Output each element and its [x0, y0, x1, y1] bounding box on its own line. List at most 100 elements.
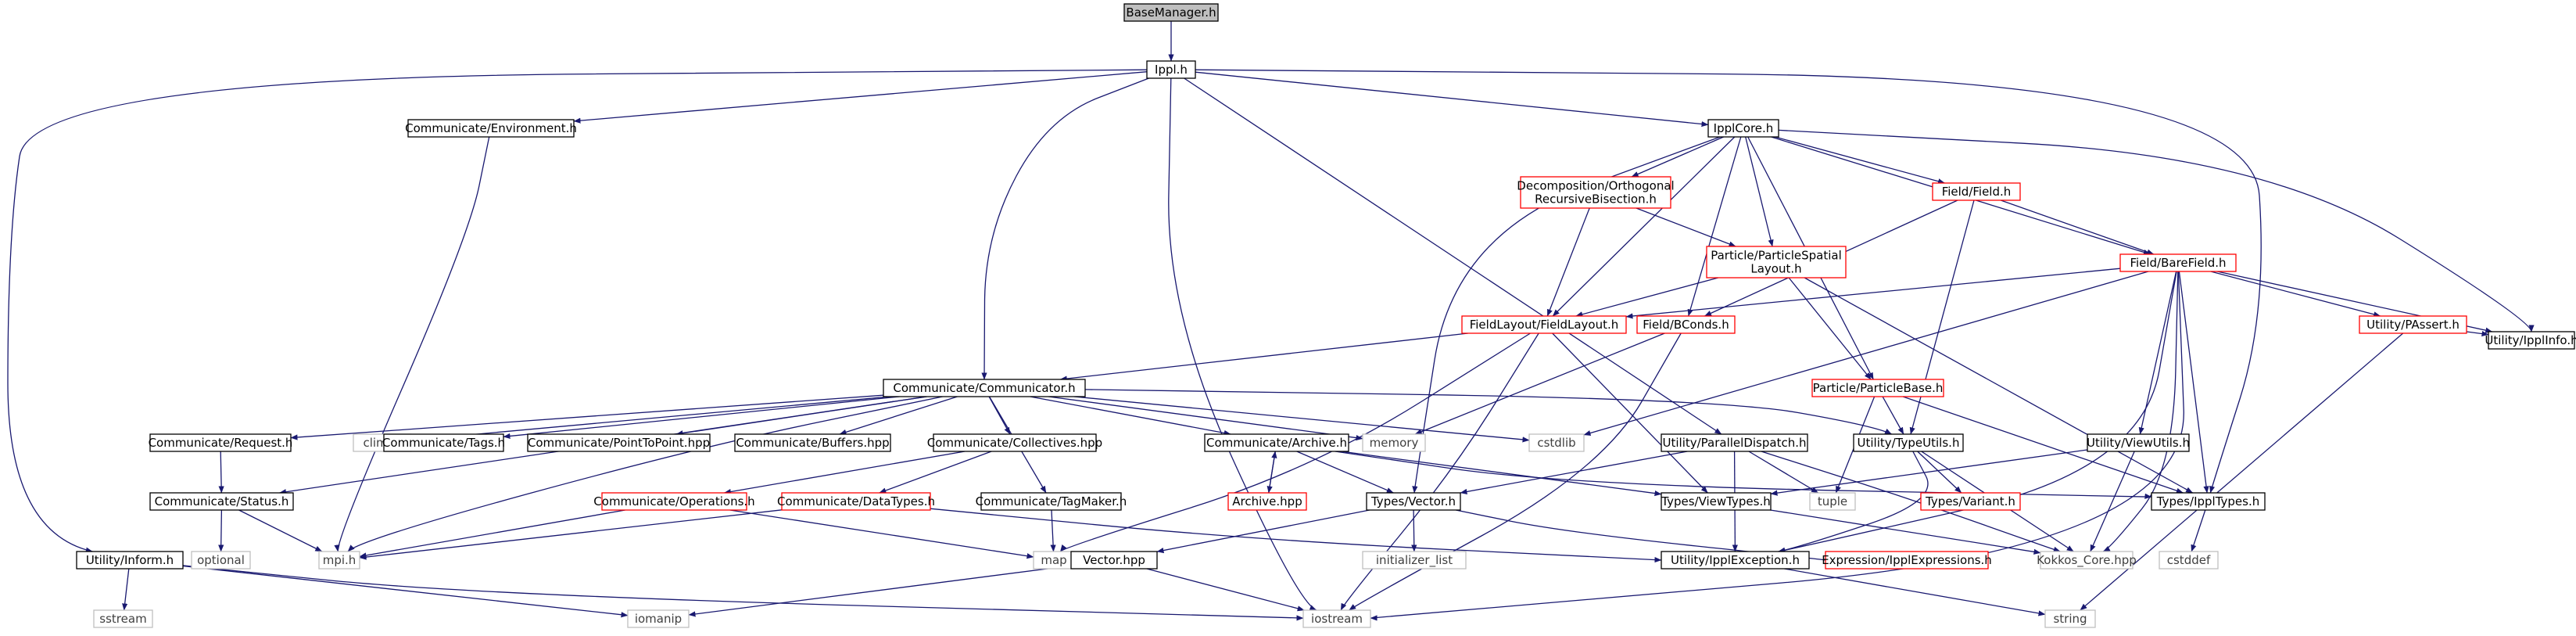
node-box: [933, 433, 1097, 452]
node-ipexc[interactable]: Utility/IpplException.h: [1661, 551, 1810, 570]
node-box: [883, 379, 1086, 397]
node-map: map: [1033, 551, 1075, 570]
dependency-edge-ippl-to-inform: [7, 69, 1148, 553]
node-fieldlayout[interactable]: FieldLayout/FieldLayout.h: [1461, 315, 1627, 334]
node-basemanager[interactable]: BaseManager.h: [1123, 3, 1219, 22]
node-memory: memory: [1362, 433, 1426, 452]
node-label: Communicate/TagMaker.h: [976, 494, 1127, 508]
dependency-edge-ipexc-to-string: [1784, 568, 2046, 616]
node-initlist: initializer_list: [1362, 551, 1467, 570]
dependency-edge-datatypes-to-ipexc: [930, 508, 1662, 563]
node-box: [407, 119, 575, 138]
dependency-edge-iptypes-to-cstddef: [2191, 509, 2206, 552]
node-box: [149, 492, 294, 511]
node-passert[interactable]: Utility/PAssert.h: [2359, 315, 2467, 334]
node-label: Expression/IpplExpressions.h: [1822, 553, 1992, 567]
dependency-edge-fieldlayout-to-comm: [1059, 332, 1468, 382]
dependency-edge-vectorh-to-vectorhpp: [1156, 509, 1370, 554]
node-buffers[interactable]: Communicate/Buffers.hpp: [734, 433, 891, 452]
node-inform[interactable]: Utility/Inform.h: [76, 551, 184, 570]
dependency-edge-ippl-to-ipplcore: [1195, 71, 1709, 128]
dependency-edge-vectorhpp-to-iostream: [1146, 568, 1305, 612]
edges-layer: [7, 21, 2535, 621]
node-ippl[interactable]: Ippl.h: [1146, 60, 1196, 79]
node-box: [734, 433, 891, 452]
node-vectorhpp[interactable]: Vector.hpp: [1070, 551, 1158, 570]
node-box: [1146, 60, 1196, 79]
node-pardispatch[interactable]: Utility/ParallelDispatch.h: [1661, 433, 1808, 452]
node-tags[interactable]: Communicate/Tags.h: [382, 433, 505, 452]
node-string: string: [2044, 609, 2096, 628]
node-operations[interactable]: Communicate/Operations.h: [593, 492, 755, 511]
dependency-edge-bconds-to-iostream: [1349, 332, 1682, 611]
node-box: [1302, 609, 1371, 628]
node-label: Ippl.h: [1155, 63, 1188, 77]
node-label: Decomposition/Orthogonal: [1517, 179, 1674, 193]
node-exprs[interactable]: Expression/IpplExpressions.h: [1822, 551, 1992, 570]
dependency-edge-ippl-to-env: [573, 71, 1148, 124]
node-archivehpp[interactable]: Archive.hpp: [1227, 492, 1307, 511]
node-iptypes[interactable]: Types/IpplTypes.h: [2151, 492, 2266, 511]
node-label: cstdlib: [1537, 436, 1575, 450]
node-vectorh[interactable]: Types/Vector.h: [1366, 492, 1461, 511]
node-label: Vector.hpp: [1083, 553, 1145, 567]
dependency-edge-barefield-to-cstdlib: [1583, 271, 2149, 436]
dependency-edge-pardispatch-to-vectorh: [1460, 451, 1688, 495]
node-box: [1853, 433, 1964, 452]
node-request[interactable]: Communicate/Request.h: [149, 433, 293, 452]
dependency-edge-archive-to-vectorh: [1296, 451, 1394, 494]
node-p2p[interactable]: Communicate/PointToPoint.hpp: [527, 433, 711, 452]
node-tagmaker[interactable]: Communicate/TagMaker.h: [976, 492, 1127, 511]
node-box: [601, 492, 747, 511]
node-comm[interactable]: Communicate/Communicator.h: [883, 379, 1086, 397]
node-box: [2040, 551, 2134, 570]
dependency-edge-comm-to-request: [290, 394, 884, 440]
node-box: [2151, 492, 2266, 511]
node-box: [1070, 551, 1158, 570]
node-barefield[interactable]: Field/BareField.h: [2119, 253, 2237, 272]
node-viewtypes[interactable]: Types/ViewTypes.h: [1661, 492, 1772, 511]
dependency-edge-inform-to-iostream: [182, 565, 1304, 621]
node-box: [1920, 492, 2021, 511]
dependency-edge-barefield-to-iptypes: [2178, 271, 2209, 494]
node-archive[interactable]: Communicate/Archive.h: [1204, 433, 1349, 452]
dependency-edge-barefield-to-passert: [2210, 271, 2381, 318]
dependency-edge-comm-to-memory: [1048, 396, 1363, 441]
node-bconds[interactable]: Field/BConds.h: [1636, 315, 1736, 334]
node-cstdlib: cstdlib: [1528, 433, 1585, 452]
node-box: [191, 551, 251, 570]
dependency-edge-status-to-optional: [218, 509, 224, 552]
node-label: cstddef: [2167, 553, 2211, 567]
node-viewutils[interactable]: Utility/ViewUtils.h: [2087, 433, 2190, 452]
node-status[interactable]: Communicate/Status.h: [149, 492, 294, 511]
node-collectives[interactable]: Communicate/Collectives.hpp: [927, 433, 1102, 452]
node-datatypes[interactable]: Communicate/DataTypes.h: [777, 492, 935, 511]
node-label: Communicate/Tags.h: [382, 436, 505, 450]
node-fieldh[interactable]: Field/Field.h: [1932, 182, 2021, 201]
dependency-edge-archive-to-iptypes: [1335, 451, 2152, 499]
node-box: [2488, 331, 2575, 350]
dependency-edge-comm-to-mpi: [347, 396, 943, 552]
node-box: [1811, 379, 1944, 397]
node-box: [1661, 433, 1808, 452]
node-env[interactable]: Communicate/Environment.h: [405, 119, 577, 138]
dependency-edge-ippl-to-iptypes: [1195, 69, 2262, 494]
node-label: Particle/ParticleSpatial: [1711, 249, 1842, 263]
node-label: Utility/IpplInfo.h: [2485, 333, 2576, 347]
node-decomp[interactable]: Decomposition/OrthogonalRecursiveBisecti…: [1517, 176, 1675, 209]
dependency-edge-env-to-mpi: [334, 136, 490, 552]
node-typeutils[interactable]: Utility/TypeUtils.h: [1853, 433, 1964, 452]
dependency-edge-pbase-to-typeutils: [1882, 396, 1904, 435]
node-pbase[interactable]: Particle/ParticleBase.h: [1811, 379, 1944, 397]
node-label: memory: [1370, 436, 1419, 450]
node-iomanip: iomanip: [627, 609, 690, 628]
node-ipplinfo[interactable]: Utility/IpplInfo.h: [2485, 331, 2576, 350]
node-ipplcore[interactable]: IpplCore.h: [1707, 119, 1779, 138]
node-label: iomanip: [635, 612, 682, 626]
dependency-edge-inform-to-sstream: [122, 568, 130, 611]
dependency-edge-comm-to-archive: [1030, 396, 1231, 436]
node-variant[interactable]: Types/Variant.h: [1920, 492, 2021, 511]
dependency-edge-pbase-to-iptypes: [1902, 396, 2184, 494]
